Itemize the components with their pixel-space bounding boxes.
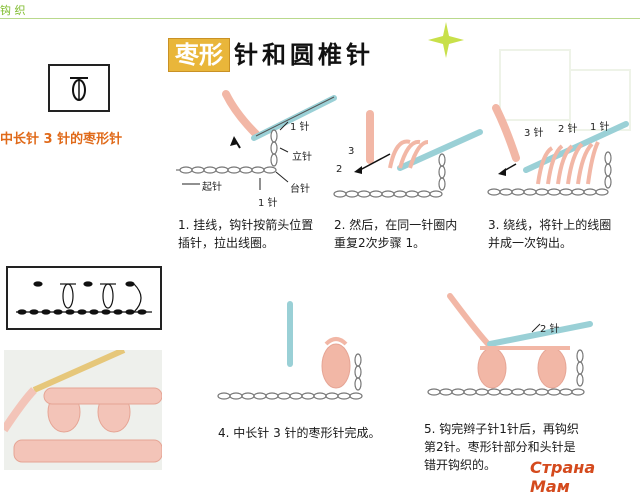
header-rule — [0, 18, 640, 19]
step2-text: 2. 然后，在同一针圈内 重复2次步骤 1。 — [334, 216, 457, 252]
subtitle: 中长针 3 针的枣形针 — [0, 132, 123, 147]
puff-stitch-symbol-icon — [70, 77, 88, 101]
step5-line3: 错开钩织的。 — [424, 458, 497, 472]
step3-line2: 并成一次钩出。 — [488, 236, 573, 250]
step2-label-2: 2 — [336, 164, 343, 175]
step1-label-1stitch: 1 针 — [290, 122, 310, 133]
step5-illustration — [427, 293, 593, 396]
step2-illustration — [333, 110, 483, 198]
step5-label-2: 2 针 — [540, 324, 560, 335]
section-tag: 钩 织 — [0, 4, 26, 17]
background-decoration — [499, 49, 631, 131]
step5-text: 5. 钩完辫子针1针后，再钩织 第2针。枣形针部分和头针是 错开钩织的。 — [424, 420, 579, 474]
watermark: Страна Мам — [530, 458, 596, 496]
step3-illustration — [487, 104, 629, 196]
sparkle-icon — [428, 22, 464, 58]
step2-label-3: 3 — [348, 146, 355, 157]
step5-line2: 第2针。枣形针部分和头针是 — [424, 440, 576, 454]
step2-line1: 2. 然后，在同一针圈内 — [334, 218, 458, 232]
step3-line1: 3. 绕线，将针上的线圈 — [488, 218, 612, 232]
sample-photo — [4, 350, 162, 470]
step3-label-2: 2 针 — [558, 124, 578, 135]
page-title: 枣形 针和圆椎针 — [168, 38, 374, 72]
step1-line2: 插针，拉出线圈。 — [178, 236, 275, 250]
step1-label-stand: 立针 — [292, 152, 312, 163]
stitch-chart-icon — [16, 281, 152, 315]
title-rest: 针和圆椎针 — [234, 41, 374, 69]
step3-label-1: 1 针 — [590, 122, 610, 133]
step3-text: 3. 绕线，将针上的线圈 并成一次钩出。 — [488, 216, 611, 252]
step1-text: 1. 挂线，钩针按箭头位置 插针，拉出线圈。 — [178, 216, 313, 252]
puff-symbol-box — [48, 64, 110, 112]
step3-label-3: 3 针 — [524, 128, 544, 139]
step5-line1: 5. 钩完辫子针1针后，再钩织 — [424, 422, 579, 436]
step4-line1: 4. 中长针 3 针的枣形针完成。 — [218, 426, 381, 440]
stitch-chart-box — [6, 266, 162, 330]
step1-illustration — [176, 90, 337, 190]
title-highlight: 枣形 — [168, 38, 230, 72]
step2-line2: 重复2次步骤 1。 — [334, 236, 426, 250]
step1-label-1stitch-b: 1 针 — [258, 198, 278, 209]
step4-illustration — [217, 301, 363, 400]
step1-label-start: 起针 — [202, 182, 222, 193]
step1-label-base: 台针 — [290, 184, 310, 195]
step4-text: 4. 中长针 3 针的枣形针完成。 — [218, 424, 381, 442]
step1-line1: 1. 挂线，钩针按箭头位置 — [178, 218, 314, 232]
